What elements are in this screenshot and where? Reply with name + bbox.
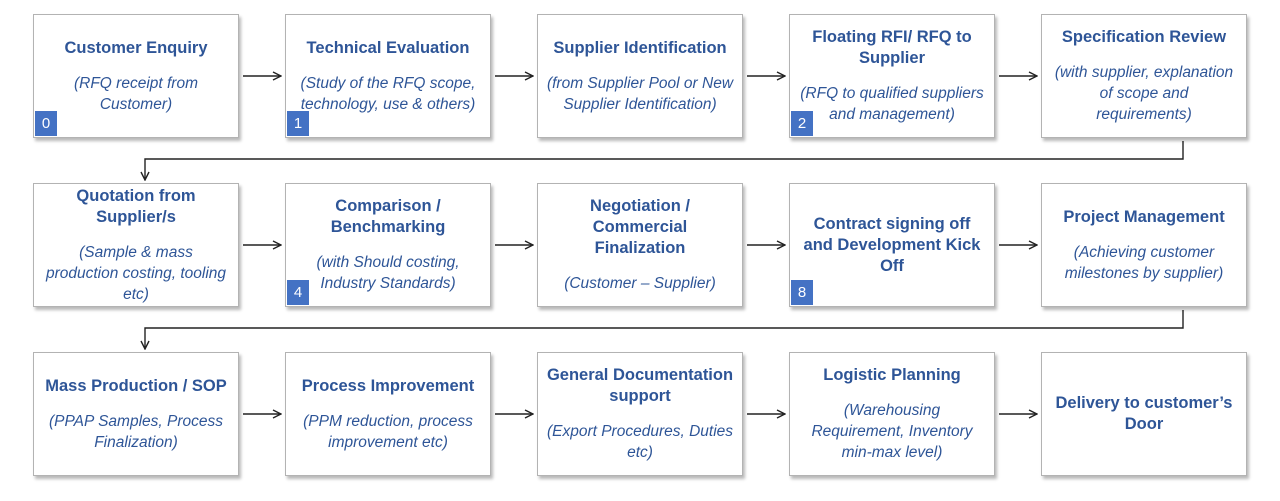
process-step-description: (with supplier, explanation of scope and…: [1054, 64, 1234, 123]
process-step-box: Supplier Identification (from Supplier Po…: [537, 14, 743, 138]
process-step-description: (Sample & mass production costing, tooli…: [45, 243, 227, 303]
process-step-box: General Documentation support (Export Pro…: [537, 352, 743, 476]
process-step-description: (PPAP Samples, Process Finalization): [48, 412, 223, 451]
process-step-title: Comparison / Benchmarking: [330, 197, 446, 236]
process-step-box: Technical Evaluation (Study of the RFQ sc…: [285, 14, 491, 138]
process-step-box: Process Improvement (PPM reduction, proce…: [285, 352, 491, 476]
process-step-description: (PPM reduction, process improvement etc): [303, 412, 473, 451]
row-wrap-arrow: [145, 310, 1184, 349]
process-step-box: Delivery to customer’s Door: [1041, 352, 1247, 476]
process-step-title: Supplier Identification: [553, 38, 727, 57]
process-step-title: Negotiation / Commercial Finalization: [590, 197, 690, 257]
process-step-description: (Achieving customer milestones by suppli…: [1064, 243, 1224, 282]
process-step-title: Technical Evaluation: [306, 38, 470, 57]
step-number-badge: 1: [287, 111, 309, 136]
process-step-description: (Customer – Supplier): [564, 275, 716, 292]
process-step-description: (RFQ receipt from Customer): [73, 74, 198, 113]
step-number-badge: 0: [35, 111, 57, 136]
process-step-box: Negotiation / Commercial Finalization (Cu…: [537, 183, 743, 307]
process-step-box: Contract signing off and Development Kic…: [789, 183, 995, 307]
process-step-box: Logistic Planning (Warehousing Requiremen…: [789, 352, 995, 476]
process-step-description: (Study of the RFQ scope, technology, use…: [300, 74, 476, 113]
process-step-title: Project Management: [1063, 207, 1225, 226]
process-step-box: Project Management (Achieving customer mi…: [1041, 183, 1247, 307]
process-step-title: General Documentation support: [546, 366, 734, 405]
step-number-badge: 2: [791, 111, 813, 136]
process-step-description: (from Supplier Pool or New Supplier Iden…: [546, 74, 734, 113]
process-step-description: (with Should costing, Industry Standards…: [316, 254, 460, 292]
process-step-box: Specification Review (with supplier, expl…: [1041, 14, 1247, 138]
step-number-badge: 4: [287, 280, 309, 305]
process-step-description: (RFQ to qualified suppliers and manageme…: [800, 85, 984, 123]
process-step-title: Floating RFI/ RFQ to Supplier: [812, 28, 972, 67]
process-step-box: Quotation from Supplier/s (Sample & mass …: [33, 183, 239, 307]
process-step-title: Customer Enquiry: [64, 38, 208, 57]
process-step-title: Mass Production / SOP: [45, 376, 227, 395]
process-step-title: Process Improvement: [301, 376, 475, 395]
process-step-title: Specification Review: [1061, 28, 1227, 46]
process-step-title: Quotation from Supplier/s: [76, 186, 196, 226]
process-step-box: Mass Production / SOP (PPAP Samples, Proc…: [33, 352, 239, 476]
process-step-title: Delivery to customer’s Door: [1055, 394, 1233, 433]
process-step-title: Logistic Planning: [823, 366, 961, 384]
process-step-title: Contract signing off and Development Kic…: [803, 214, 981, 275]
process-step-description: (Export Procedures, Duties etc): [546, 423, 734, 461]
process-step-box: Customer Enquiry (RFQ receipt from Custom…: [33, 14, 239, 138]
process-step-box: Floating RFI/ RFQ to Supplier (RFQ to qua…: [789, 14, 995, 138]
process-step-box: Comparison / Benchmarking (with Should co…: [285, 183, 491, 307]
process-step-description: (Warehousing Requirement, Inventory min-…: [811, 402, 973, 461]
step-number-badge: 8: [791, 280, 813, 305]
row-wrap-arrow: [145, 141, 1184, 180]
